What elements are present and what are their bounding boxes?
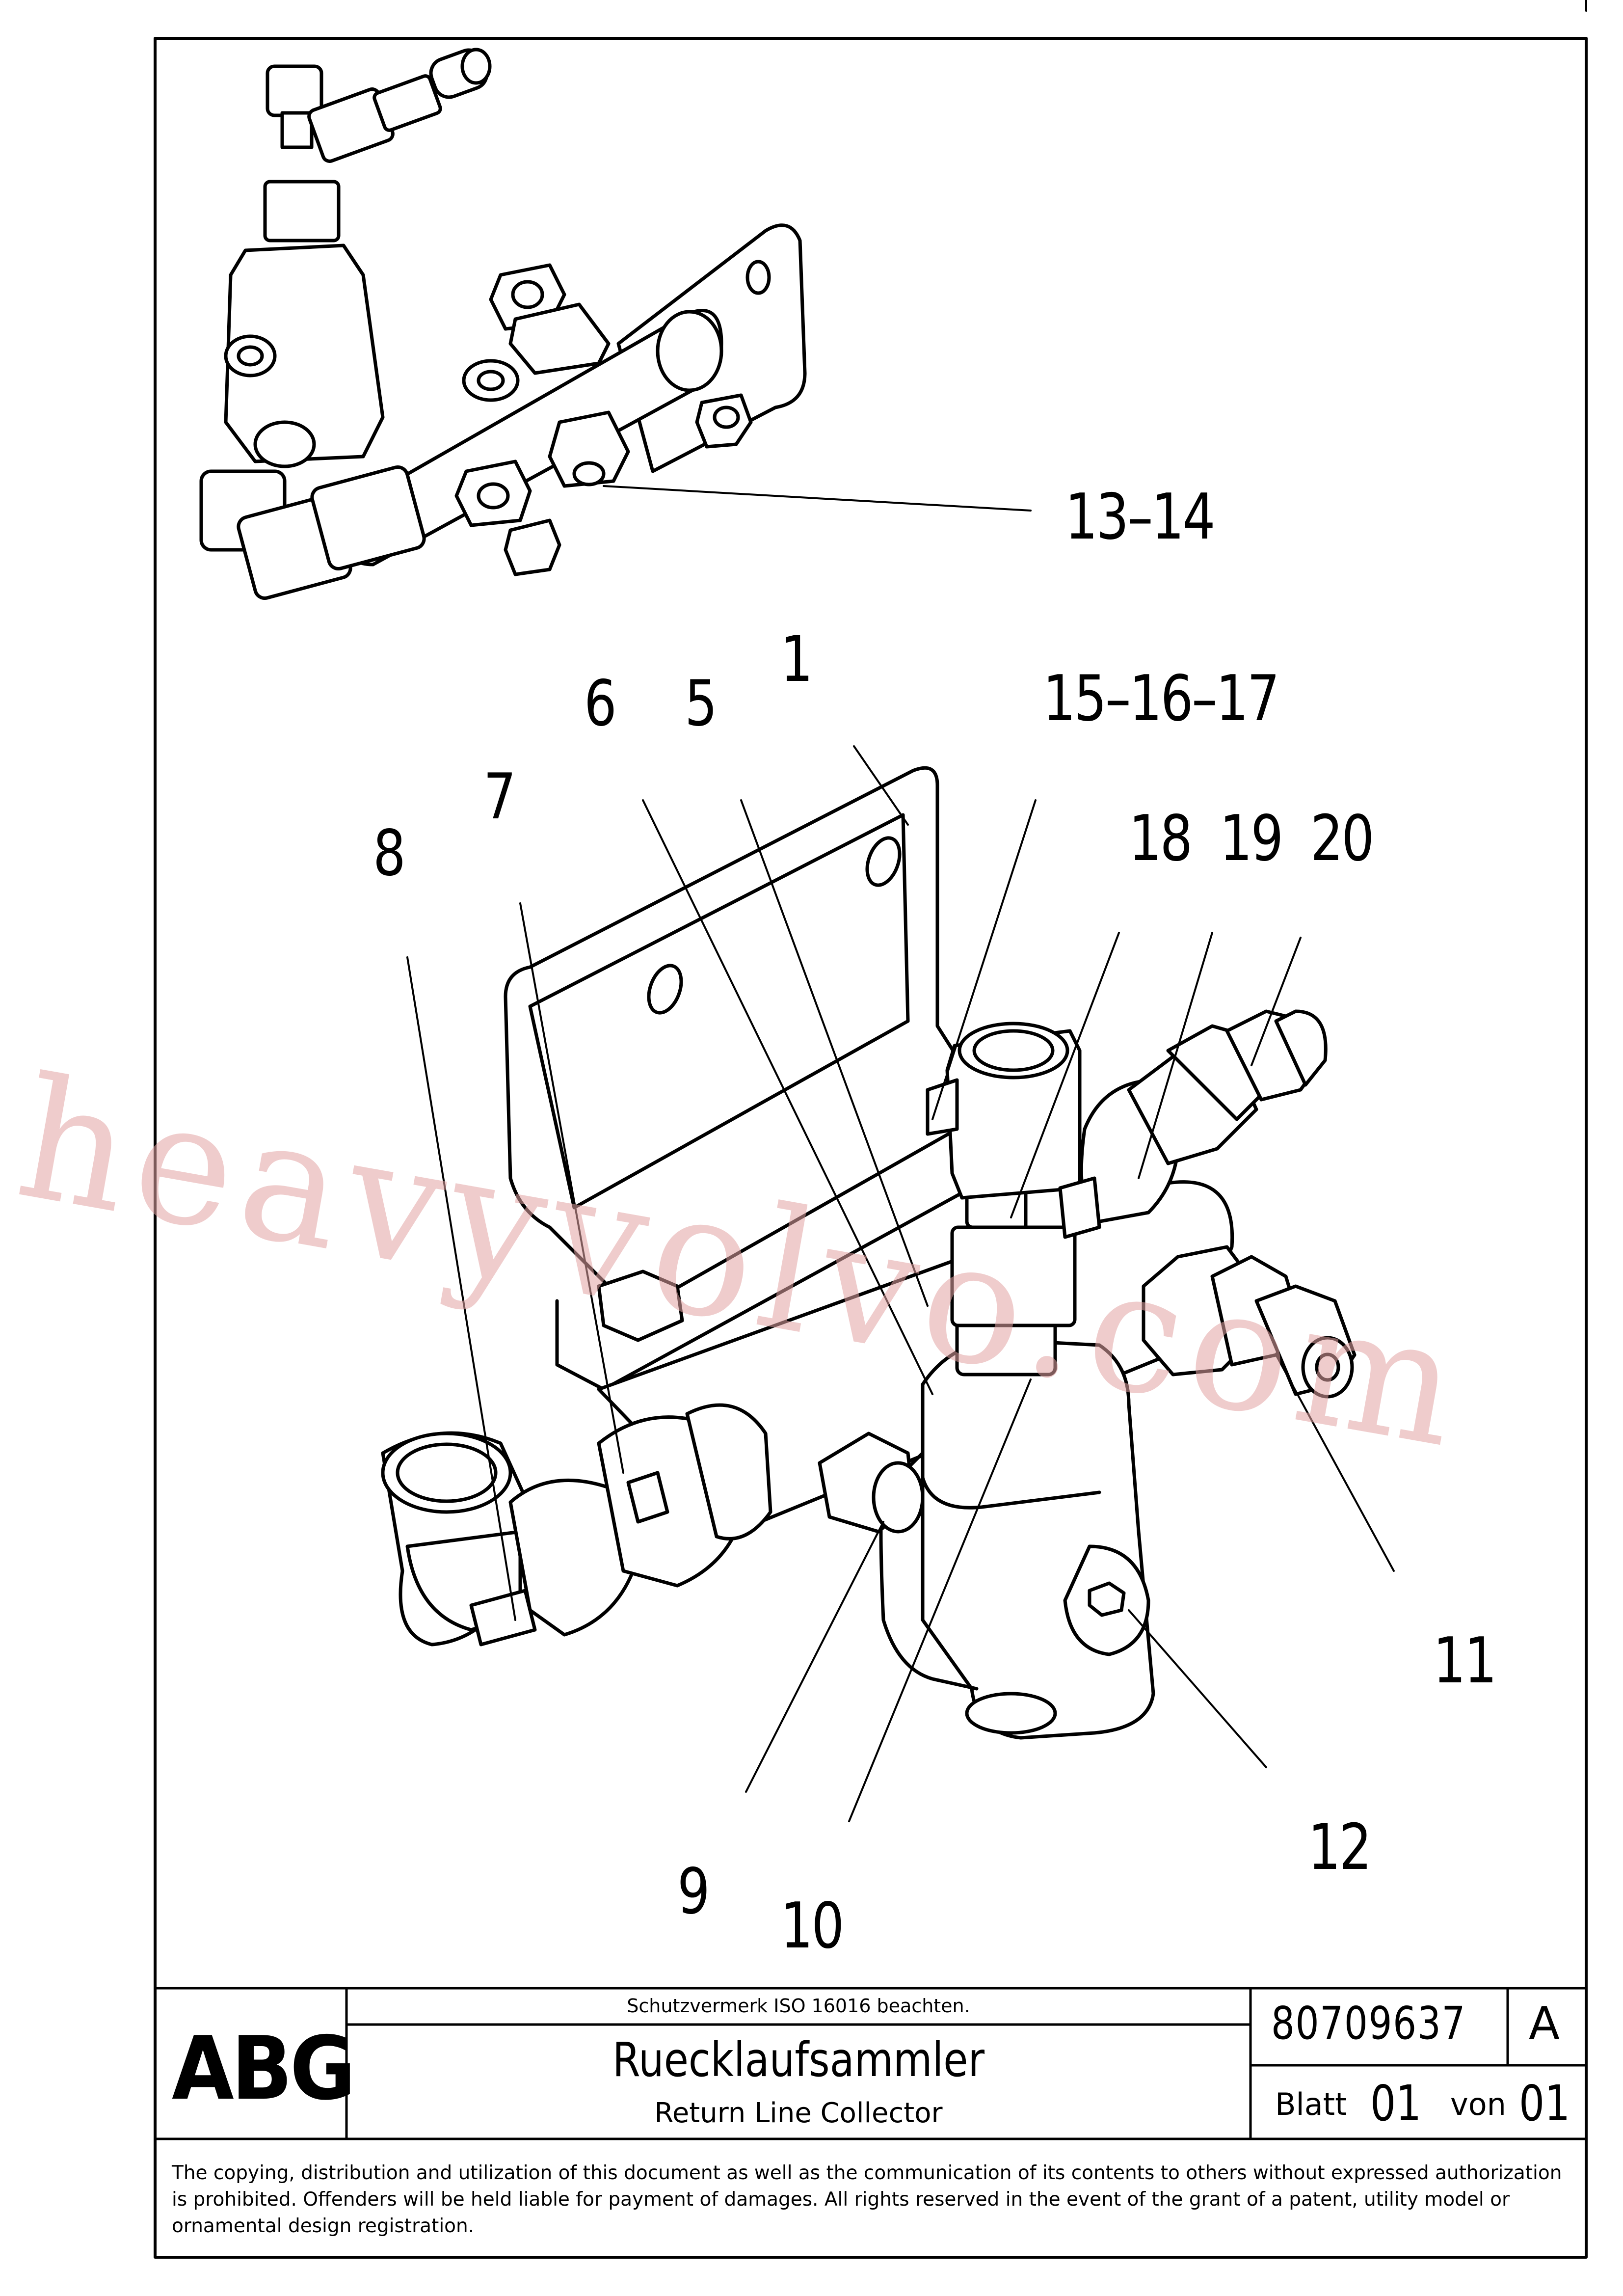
sheet-number: 01 [1370, 2075, 1422, 2132]
sheet-total: 01 [1519, 2075, 1570, 2132]
sheet-label: Blatt [1275, 2086, 1347, 2122]
callout-12: 12 [1308, 1811, 1372, 1884]
callout-8: 8 [373, 817, 406, 890]
copyright-line: ornamental design registration. [172, 2215, 475, 2237]
copyright-notice: The copying, distribution and utilizatio… [172, 2160, 1575, 2240]
title-german: Ruecklaufsammler [612, 2032, 985, 2087]
callout-6: 6 [584, 667, 617, 740]
callout-18: 18 [1129, 802, 1193, 875]
callout-20: 20 [1310, 802, 1374, 875]
copyright-line: The copying, distribution and utilizatio… [172, 2162, 1562, 2184]
callout-15-16-17: 15–16–17 [1043, 662, 1280, 735]
of-label: von [1450, 2086, 1506, 2122]
callout-19: 19 [1220, 802, 1283, 875]
revision: A [1529, 1997, 1560, 2050]
top-assembly [199, 48, 807, 600]
callout-7: 7 [483, 760, 516, 834]
callout-11: 11 [1433, 1624, 1497, 1698]
title-english: Return Line Collector [654, 2097, 943, 2129]
callout-5: 5 [685, 667, 718, 740]
copyright-line: is prohibited. Offenders will be held li… [172, 2188, 1510, 2211]
callout-9: 9 [677, 1855, 710, 1928]
main-assembly [381, 766, 1357, 1740]
callout-10: 10 [780, 1890, 844, 1963]
side-document-code: TIFF20071011.105009000000000FG5 [0, 1889, 4, 2293]
drawing-number: 80709637 [1271, 1997, 1466, 2050]
title-block-frame [154, 1987, 1588, 2140]
leader-lines [406, 485, 1395, 1822]
callout-13-14: 13–14 [1065, 481, 1215, 554]
company-logo: ABG [172, 2018, 356, 2119]
protection-note: Schutzvermerk ISO 16016 beachten. [627, 1995, 970, 2017]
callout-1: 1 [780, 623, 813, 696]
